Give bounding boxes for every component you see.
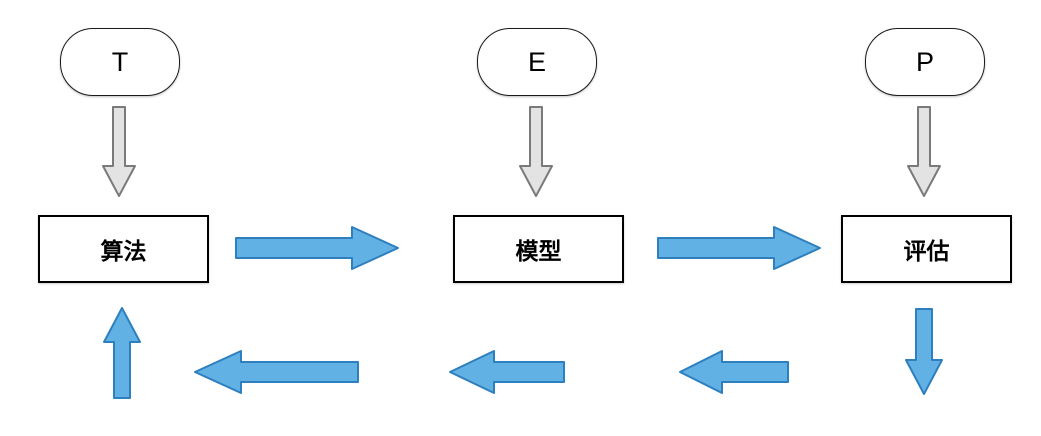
arrow-feedback-left-2-icon — [448, 350, 566, 394]
arrow-algorithm-to-model-shape — [235, 226, 399, 270]
arrow-feedback-left-3-shape — [194, 350, 359, 394]
box-model-label: 模型 — [515, 238, 562, 264]
box-evaluation-label: 评估 — [903, 238, 950, 264]
arrow-p-to-evaluation-shape — [907, 106, 941, 197]
arrow-p-to-evaluation-icon — [906, 106, 942, 198]
arrow-feedback-left-3-icon — [193, 350, 360, 394]
box-evaluation: 评估 — [841, 215, 1012, 283]
arrow-evaluation-down-shape — [905, 308, 943, 395]
arrow-e-to-model-shape — [519, 106, 553, 197]
arrow-feedback-left-1-icon — [678, 350, 790, 394]
node-t-label: T — [111, 46, 129, 77]
arrow-model-to-evaluation-shape — [657, 226, 821, 270]
arrow-feedback-up-to-algorithm-icon — [102, 306, 142, 400]
arrow-e-to-model-icon — [518, 106, 554, 198]
arrow-feedback-left-1-shape — [679, 350, 789, 394]
arrow-t-to-algorithm-icon — [101, 106, 137, 198]
node-e-label: E — [527, 46, 546, 77]
node-t: T — [60, 28, 180, 96]
node-p: P — [865, 28, 985, 96]
arrow-model-to-evaluation-icon — [657, 226, 822, 270]
arrow-algorithm-to-model-icon — [235, 226, 400, 270]
node-e: E — [477, 28, 597, 96]
arrow-t-to-algorithm-shape — [102, 106, 136, 197]
box-model: 模型 — [453, 215, 624, 283]
box-algorithm: 算法 — [38, 215, 209, 283]
node-p-label: P — [915, 46, 934, 77]
arrow-feedback-left-2-shape — [449, 350, 565, 394]
box-algorithm-label: 算法 — [100, 238, 147, 264]
arrow-feedback-up-to-algorithm-shape — [103, 307, 141, 399]
arrow-evaluation-down-icon — [904, 308, 944, 396]
